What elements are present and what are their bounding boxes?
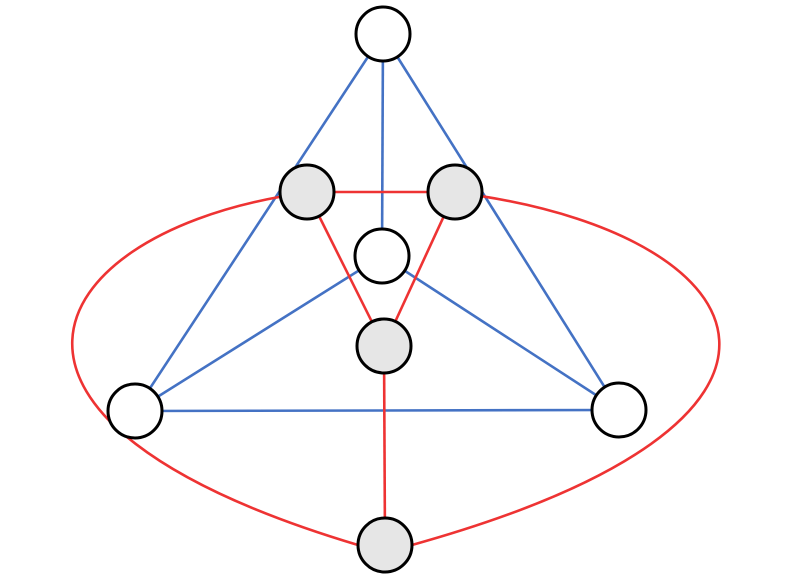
edge-center-right bbox=[381, 254, 620, 412]
edge-top-left bbox=[133, 33, 385, 412]
node-center bbox=[353, 227, 411, 285]
edge-upper-left-middle bbox=[305, 191, 386, 347]
node-bottom bbox=[356, 516, 414, 574]
node-right bbox=[590, 381, 648, 439]
edge-top-right bbox=[381, 33, 621, 411]
edge-upper-right-bottom bbox=[411, 194, 721, 547]
node-upper-left bbox=[278, 163, 336, 221]
nodes-layer bbox=[106, 5, 648, 574]
edge-middle-bottom bbox=[382, 345, 387, 546]
edge-upper-left-bottom bbox=[71, 195, 359, 547]
edges-layer bbox=[71, 33, 721, 547]
edge-left-right bbox=[134, 408, 620, 413]
node-top bbox=[354, 5, 412, 63]
node-left bbox=[106, 382, 164, 440]
node-middle bbox=[355, 317, 413, 375]
edge-center-left bbox=[134, 254, 383, 413]
node-upper-right bbox=[426, 163, 484, 221]
edge-top-center bbox=[380, 33, 385, 257]
